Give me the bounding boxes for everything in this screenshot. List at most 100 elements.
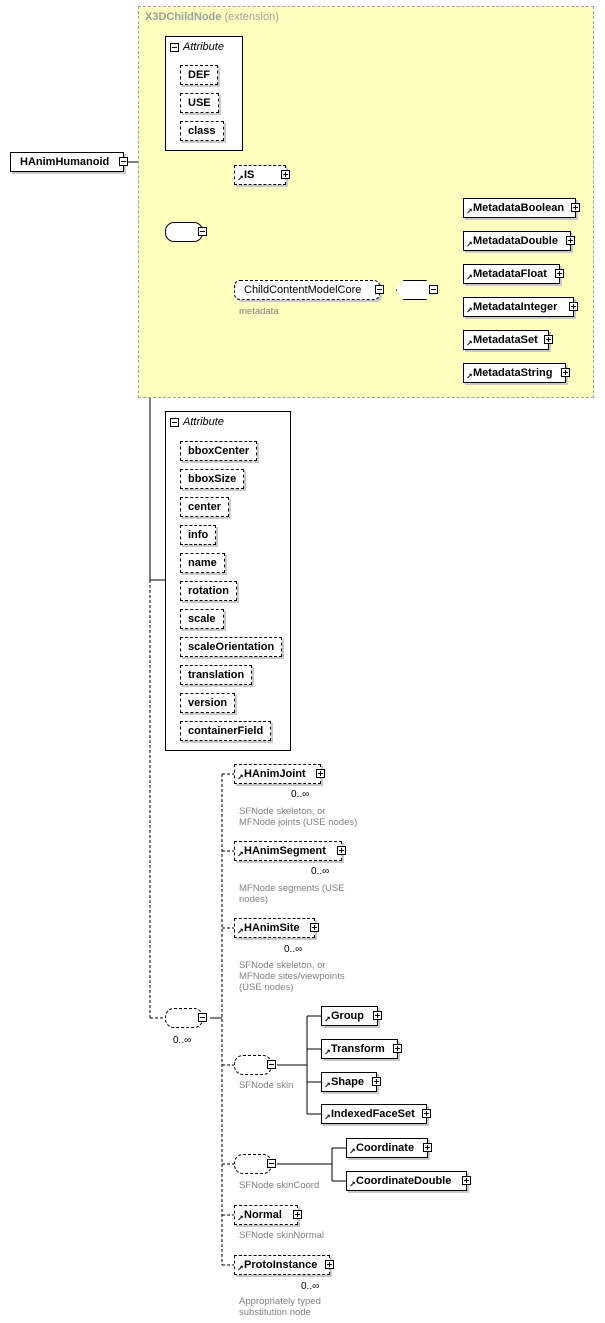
choice-compositor-skincoord[interactable]: [234, 1154, 276, 1174]
element-is[interactable]: ↗ IS: [234, 165, 290, 185]
attribute-def[interactable]: DEF: [180, 65, 218, 85]
element-label: Coordinate: [356, 1142, 415, 1154]
element-label: Normal: [244, 1209, 282, 1221]
attribute-rotation[interactable]: rotation: [180, 581, 237, 601]
normal-note: SFNode skinNormal: [239, 1230, 324, 1241]
collapse-icon[interactable]: [119, 157, 128, 166]
extension-title: X3DChildNode (extension): [145, 11, 279, 23]
expand-icon[interactable]: [281, 170, 290, 179]
element-label: IS: [244, 169, 255, 181]
occurrence-label: 0..∞: [284, 944, 303, 955]
attribute-bboxsize[interactable]: bboxSize: [180, 469, 245, 489]
attribute-group-header: Attribute: [183, 41, 224, 53]
attribute-class[interactable]: class: [180, 121, 224, 141]
sequence-compositor-repeating[interactable]: [165, 1008, 207, 1028]
element-metadataset[interactable]: ↗MetadataSet: [463, 330, 553, 350]
occurrence-label: 0..∞: [311, 866, 330, 877]
element-group[interactable]: ↗Group: [321, 1006, 382, 1026]
expand-icon[interactable]: [561, 368, 570, 377]
root-element-hanimhumanoid[interactable]: HAnimHumanoid: [10, 152, 128, 172]
element-coordinate[interactable]: ↗Coordinate: [346, 1138, 432, 1158]
choice-compositor-skin[interactable]: [234, 1055, 276, 1075]
expand-icon[interactable]: [423, 1143, 432, 1152]
element-label: Group: [331, 1010, 364, 1022]
group-childcontentmodelcore[interactable]: ChildContentModelCore: [234, 280, 384, 300]
element-hanimjoint[interactable]: ↗HAnimJoint: [234, 764, 325, 784]
element-label: HAnimSegment: [244, 845, 326, 857]
collapse-icon[interactable]: [375, 285, 384, 294]
element-label: HAnimSite: [244, 922, 300, 934]
element-label: CoordinateDouble: [356, 1175, 452, 1187]
element-metadatastring[interactable]: ↗MetadataString: [463, 363, 570, 383]
expand-icon[interactable]: [310, 923, 319, 932]
metadata-note: metadata: [239, 306, 279, 317]
attribute-info[interactable]: info: [180, 525, 217, 545]
element-indexedfaceset[interactable]: ↗IndexedFaceSet: [321, 1104, 431, 1124]
attribute-group-header: Attribute: [183, 416, 224, 428]
inherited-attribute-group: Attribute DEF USE class: [165, 36, 243, 151]
attribute-containerfield[interactable]: containerField: [180, 721, 272, 741]
collapse-icon[interactable]: [198, 227, 207, 236]
collapse-icon[interactable]: [429, 285, 438, 294]
element-shape[interactable]: ↗Shape: [321, 1072, 381, 1092]
expand-icon[interactable]: [555, 269, 564, 278]
attribute-name[interactable]: name: [180, 553, 225, 573]
own-attribute-group: Attribute bboxCenter bboxSize center inf…: [165, 411, 291, 751]
element-label: MetadataBoolean: [473, 202, 565, 214]
expand-icon[interactable]: [372, 1077, 381, 1086]
element-label: HAnimJoint: [244, 768, 306, 780]
element-label: MetadataSet: [473, 334, 538, 346]
attribute-scale[interactable]: scale: [180, 609, 224, 629]
attribute-use[interactable]: USE: [180, 93, 219, 113]
collapse-icon[interactable]: [170, 417, 179, 427]
element-metadatainteger[interactable]: ↗MetadataInteger: [463, 297, 578, 317]
sequence-compositor[interactable]: [165, 222, 207, 242]
occurrence-label: 0..∞: [301, 1281, 320, 1292]
collapse-icon[interactable]: [198, 1013, 207, 1022]
expand-icon[interactable]: [393, 1044, 402, 1053]
element-metadatadouble[interactable]: ↗MetadataDouble: [463, 231, 575, 251]
expand-icon[interactable]: [544, 335, 553, 344]
element-label: MetadataFloat: [473, 268, 547, 280]
attribute-center[interactable]: center: [180, 497, 230, 517]
element-protoinstance[interactable]: ↗ProtoInstance: [234, 1255, 334, 1275]
collapse-icon[interactable]: [267, 1060, 276, 1069]
group-label: ChildContentModelCore: [244, 284, 362, 296]
expand-icon[interactable]: [325, 1260, 334, 1269]
collapse-icon[interactable]: [267, 1159, 276, 1168]
element-label: MetadataDouble: [473, 235, 558, 247]
attribute-bboxcenter[interactable]: bboxCenter: [180, 441, 258, 461]
expand-icon[interactable]: [316, 769, 325, 778]
expand-icon[interactable]: [373, 1011, 382, 1020]
element-label: ProtoInstance: [244, 1259, 318, 1271]
element-transform[interactable]: ↗Transform: [321, 1039, 402, 1059]
expand-icon[interactable]: [566, 236, 575, 245]
element-label: Shape: [331, 1076, 365, 1088]
collapse-icon[interactable]: [170, 42, 179, 52]
element-coordinatedouble[interactable]: ↗CoordinateDouble: [346, 1171, 471, 1191]
attribute-version[interactable]: version: [180, 693, 236, 713]
element-hanimsite[interactable]: ↗HAnimSite: [234, 918, 319, 938]
expand-icon[interactable]: [337, 846, 346, 855]
attribute-translation[interactable]: translation: [180, 665, 253, 685]
expand-icon[interactable]: [293, 1210, 302, 1219]
element-hanimsegment[interactable]: ↗HAnimSegment: [234, 841, 346, 861]
element-normal[interactable]: ↗Normal: [234, 1205, 302, 1225]
expand-icon[interactable]: [571, 203, 580, 212]
expand-icon[interactable]: [569, 302, 578, 311]
element-label: IndexedFaceSet: [331, 1108, 415, 1120]
skincoord-note: SFNode skinCoord: [239, 1180, 320, 1191]
occurrence-label: 0..∞: [291, 789, 310, 800]
skin-note: SFNode skin: [239, 1080, 294, 1091]
element-label: MetadataInteger: [473, 301, 558, 313]
element-metadataboolean[interactable]: ↗MetadataBoolean: [463, 198, 580, 218]
expand-icon[interactable]: [422, 1109, 431, 1118]
element-label: Transform: [331, 1043, 385, 1055]
root-element-label: HAnimHumanoid: [20, 156, 110, 168]
attribute-scaleorientation[interactable]: scaleOrientation: [180, 637, 283, 657]
expand-icon[interactable]: [462, 1176, 471, 1185]
element-metadatafloat[interactable]: ↗MetadataFloat: [463, 264, 564, 284]
